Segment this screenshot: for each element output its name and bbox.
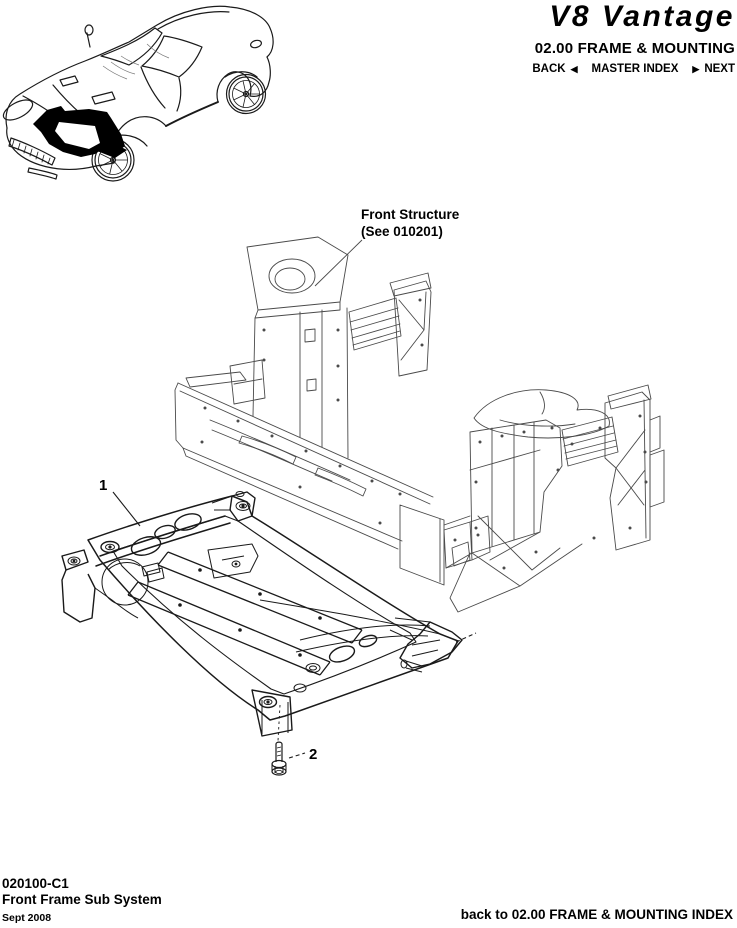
section-title: 02.00 FRAME & MOUNTING xyxy=(534,40,735,57)
structure-front-beam xyxy=(174,371,491,586)
car-illustration xyxy=(2,0,284,188)
callout-1: 1 xyxy=(99,477,107,494)
doc-number: 020100-C1 xyxy=(2,876,69,891)
callout-2-leader-line xyxy=(288,752,306,759)
alignment-dash-right xyxy=(455,632,477,643)
bolt-alignment-dash xyxy=(277,704,281,742)
bolt-item xyxy=(271,704,287,776)
callout-2: 2 xyxy=(309,746,317,763)
subframe-bolt-dots xyxy=(72,504,322,704)
nav-next-arrow-icon[interactable]: ▶ xyxy=(692,63,700,74)
subframe-left-mount xyxy=(61,540,165,623)
front-subframe-drawing xyxy=(61,491,477,737)
car-line-art xyxy=(2,5,274,182)
nav-back-arrow-icon[interactable]: ◀ xyxy=(570,63,578,74)
structure-left-crash-rail xyxy=(348,272,432,377)
back-to-index-link[interactable]: back to 02.00 FRAME & MOUNTING INDEX xyxy=(460,907,733,922)
nav-back-link[interactable]: BACK xyxy=(532,63,566,75)
car-body-outline xyxy=(2,5,274,180)
subframe-top-mount xyxy=(211,491,256,522)
subframe-bottom-rail-details xyxy=(259,599,441,693)
doc-title: Front Frame Sub System xyxy=(2,892,162,907)
subframe-highlight xyxy=(33,106,127,158)
structure-left-tower xyxy=(229,236,349,459)
subframe-bottom-mount xyxy=(251,689,293,737)
front-structure-label-line1: Front Structure xyxy=(361,207,460,222)
header-nav: BACK ◀ MASTER INDEX ▶ NEXT xyxy=(532,63,735,75)
doc-date: Sept 2008 xyxy=(2,912,52,924)
subframe-right-mount xyxy=(389,617,463,673)
nav-next-link[interactable]: NEXT xyxy=(704,63,735,75)
structure-right-rail xyxy=(443,384,665,613)
exploded-diagram: Front Structure (See 010201) 1 2 xyxy=(61,207,665,776)
front-structure-leader-line xyxy=(314,239,363,287)
car-grille xyxy=(8,137,56,166)
subframe-front-beam-details xyxy=(130,513,259,579)
nav-master-index-link[interactable]: MASTER INDEX xyxy=(591,63,679,75)
callout-1-leader-line xyxy=(112,491,141,527)
subframe-ring xyxy=(87,495,459,721)
car-rear-wheel xyxy=(225,73,267,115)
front-structure-drawing xyxy=(174,236,665,613)
front-structure-label-line2: (See 010201) xyxy=(361,224,443,239)
structure-bolt-dots xyxy=(200,298,648,570)
v8-vantage-logo: V8 Vantage xyxy=(549,0,735,33)
footer-info: 020100-C1 Front Frame Sub System Sept 20… xyxy=(2,876,162,926)
subframe-cross-rails xyxy=(127,551,363,676)
car-interior-lines xyxy=(102,43,170,80)
